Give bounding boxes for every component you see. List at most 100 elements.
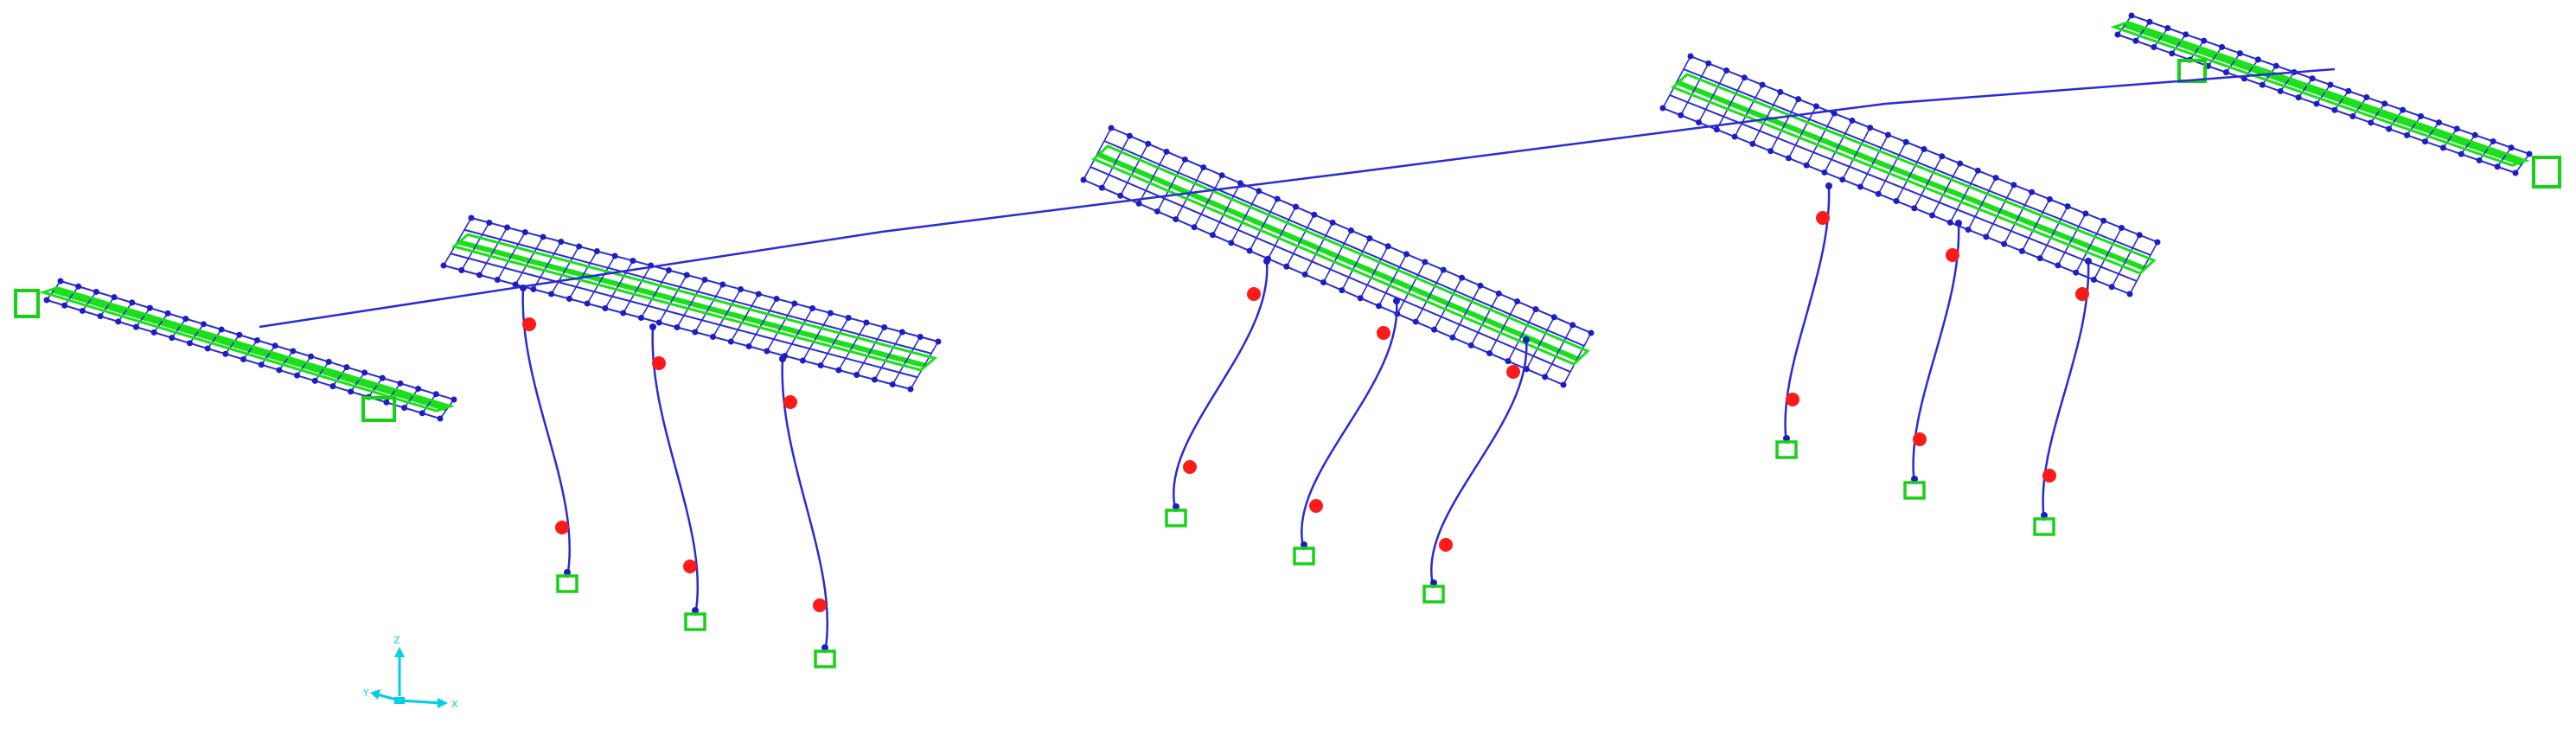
deck-node[interactable]: [504, 224, 511, 231]
deck-node[interactable]: [1108, 125, 1115, 131]
deck-node[interactable]: [665, 267, 672, 273]
fixed-support-icon[interactable]: [1165, 508, 1187, 528]
deck-node[interactable]: [1283, 263, 1290, 270]
deck-node[interactable]: [1731, 133, 1738, 140]
deck-node[interactable]: [1449, 334, 1456, 341]
column-top-node[interactable]: [1955, 220, 1962, 227]
deck-node[interactable]: [745, 343, 752, 349]
fixed-support-icon[interactable]: [684, 612, 706, 631]
deck-node[interactable]: [2090, 276, 2097, 283]
deck-node[interactable]: [169, 335, 176, 342]
deck-node[interactable]: [1366, 235, 1373, 242]
deck-node[interactable]: [132, 323, 139, 330]
deck-node[interactable]: [1467, 342, 1474, 349]
deck-node[interactable]: [1320, 279, 1326, 285]
deck-node[interactable]: [1741, 74, 1748, 81]
plastic-hinge-icon[interactable]: [1786, 393, 1799, 406]
deck-node[interactable]: [432, 391, 439, 398]
deck-node[interactable]: [182, 316, 189, 323]
deck-node[interactable]: [917, 334, 924, 340]
deck-node[interactable]: [204, 345, 211, 352]
deck-node[interactable]: [1117, 192, 1124, 199]
deck-node[interactable]: [2490, 137, 2496, 144]
deck-node[interactable]: [111, 294, 118, 301]
deck-node[interactable]: [129, 299, 136, 306]
deck-node[interactable]: [1884, 131, 1891, 138]
deck-node[interactable]: [2132, 37, 2139, 44]
plastic-hinge-icon[interactable]: [522, 317, 536, 331]
deck-node[interactable]: [93, 288, 99, 295]
deck-node[interactable]: [2476, 157, 2483, 163]
bent-column[interactable]: [1165, 258, 1270, 528]
deck-node[interactable]: [164, 310, 171, 317]
deck-node[interactable]: [401, 405, 408, 412]
fixed-support-icon[interactable]: [2532, 156, 2561, 189]
deck-node[interactable]: [2055, 262, 2061, 269]
fixed-support-icon[interactable]: [2033, 517, 2055, 536]
bent-column[interactable]: [1422, 336, 1530, 604]
deck-node[interactable]: [361, 369, 368, 376]
deck-node[interactable]: [440, 262, 447, 269]
deck-node[interactable]: [1477, 282, 1484, 289]
deck-node[interactable]: [379, 374, 386, 381]
deck-node[interactable]: [2046, 195, 2053, 202]
deck-node[interactable]: [1376, 303, 1383, 310]
deck-node[interactable]: [1812, 103, 1819, 110]
deck-node[interactable]: [1965, 227, 1972, 233]
deck-node[interactable]: [1422, 259, 1429, 265]
deck-node[interactable]: [1759, 81, 1766, 88]
deck-node[interactable]: [57, 278, 64, 285]
deck-node[interactable]: [799, 357, 806, 364]
deck-node[interactable]: [530, 286, 537, 292]
deck-node[interactable]: [871, 376, 878, 383]
deck-node[interactable]: [2363, 94, 2370, 101]
deck-node[interactable]: [437, 415, 444, 422]
deck-node[interactable]: [1173, 216, 1179, 223]
deck-node[interactable]: [308, 353, 315, 360]
column-base-node[interactable]: [1301, 541, 1307, 548]
deck-node[interactable]: [2073, 269, 2080, 276]
bent-column[interactable]: [2033, 258, 2092, 536]
deck-node[interactable]: [2400, 106, 2407, 113]
deck-node[interactable]: [1849, 117, 1856, 124]
deck-node[interactable]: [738, 286, 745, 292]
deck-node[interactable]: [1569, 322, 1576, 329]
deck-node[interactable]: [2272, 62, 2279, 69]
deck-node[interactable]: [2277, 87, 2284, 94]
deck-node[interactable]: [486, 220, 493, 226]
deck-node[interactable]: [1080, 176, 1087, 183]
column-base-node[interactable]: [1430, 579, 1437, 586]
deck-node[interactable]: [1705, 60, 1712, 67]
deck-node[interactable]: [1875, 190, 1882, 197]
deck-node[interactable]: [61, 302, 68, 309]
column-base-node[interactable]: [2041, 512, 2048, 519]
deck-node[interactable]: [881, 324, 888, 330]
deck-node[interactable]: [1384, 243, 1391, 250]
deck-node[interactable]: [115, 318, 122, 325]
plastic-hinge-icon[interactable]: [1247, 287, 1261, 301]
deck-node[interactable]: [2458, 150, 2464, 157]
deck-node[interactable]: [853, 372, 860, 378]
deck-node[interactable]: [2222, 69, 2229, 76]
deck-node[interactable]: [2368, 119, 2375, 126]
deck-node[interactable]: [2295, 94, 2302, 101]
deck-node[interactable]: [2254, 56, 2261, 63]
deck-node[interactable]: [218, 326, 225, 333]
deck-node[interactable]: [1292, 203, 1299, 210]
deck-node[interactable]: [1777, 88, 1784, 95]
deck-node[interactable]: [476, 272, 483, 278]
column-top-node[interactable]: [779, 355, 786, 362]
deck-node[interactable]: [294, 372, 301, 379]
deck-node[interactable]: [2349, 113, 2356, 120]
deck-node[interactable]: [1713, 126, 1720, 133]
deck-node[interactable]: [2169, 50, 2176, 57]
deck-node[interactable]: [2453, 125, 2460, 132]
deck-node[interactable]: [1181, 156, 1188, 163]
deck-node[interactable]: [1311, 211, 1318, 218]
deck-node[interactable]: [548, 291, 555, 297]
deck-node[interactable]: [1929, 212, 1936, 219]
plastic-hinge-icon[interactable]: [1946, 248, 1959, 262]
deck-node[interactable]: [1459, 274, 1466, 281]
deck-node[interactable]: [809, 305, 816, 311]
